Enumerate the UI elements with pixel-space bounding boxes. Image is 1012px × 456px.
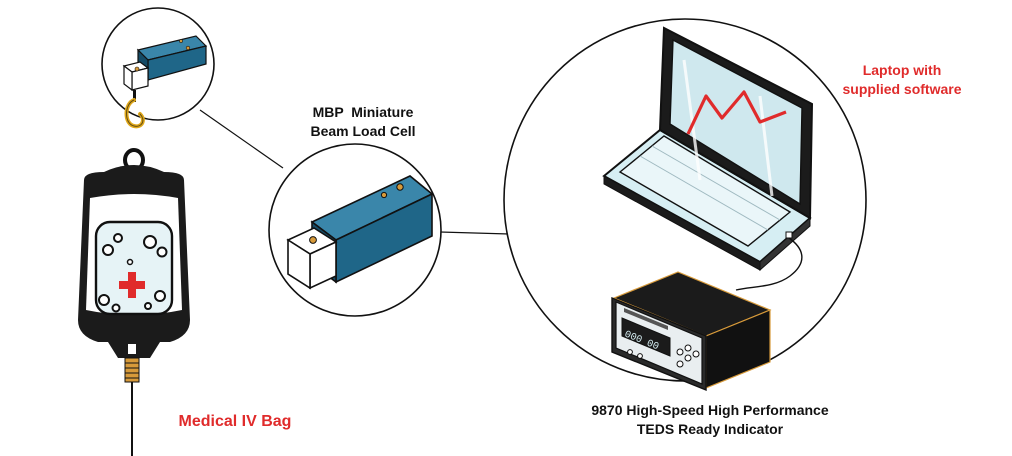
cable [735, 237, 803, 291]
small-zoom-circle [101, 7, 215, 129]
iv-bag-icon [78, 148, 190, 456]
laptop-label: Laptop with supplied software [822, 61, 982, 99]
indicator-label-line1: 9870 High-Speed High Performance [591, 402, 829, 418]
indicator-label: 9870 High-Speed High Performance TEDS Re… [560, 401, 860, 439]
connector-line-right [439, 231, 511, 235]
iv-bag-label: Medical IV Bag [160, 412, 310, 431]
mini-load-cell-icon [122, 35, 208, 102]
indicator-icon: 000 00 [611, 271, 772, 392]
load-cell-label-line2: Beam Load Cell [310, 123, 416, 139]
screen-chart-line [686, 90, 787, 135]
load-cell-label-line1: MBP Miniature [312, 104, 414, 120]
load-cell-icon [286, 175, 434, 290]
connector-line-top [199, 109, 284, 169]
medical-cross-icon [119, 272, 145, 298]
iv-bag-label-text: Medical IV Bag [178, 413, 292, 430]
laptop-label-line2: supplied software [842, 81, 962, 97]
load-cell-label: MBP Miniature Beam Load Cell [288, 103, 438, 141]
indicator-label-line2: TEDS Ready Indicator [636, 421, 784, 437]
system-zoom-circle: 000 00 [503, 18, 867, 392]
laptop-icon [602, 26, 814, 272]
laptop-label-line1: Laptop with [862, 62, 942, 78]
load-cell-zoom-circle [268, 143, 442, 317]
